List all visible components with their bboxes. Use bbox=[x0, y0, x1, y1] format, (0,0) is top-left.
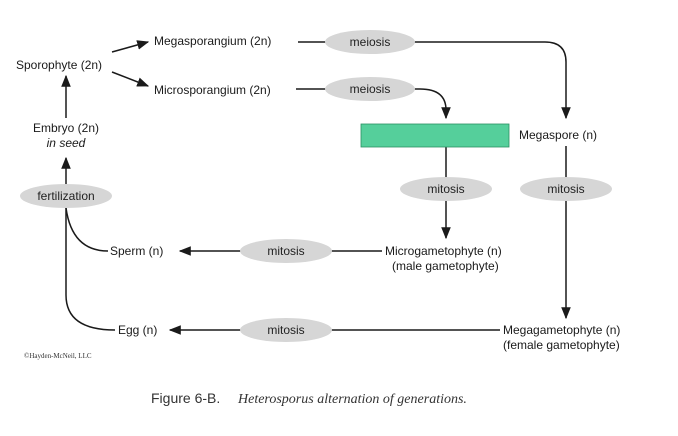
pill-mitosis-sperm-label: mitosis bbox=[267, 244, 304, 258]
pill-mitosis-micro-label: mitosis bbox=[427, 182, 464, 196]
node-megaspore: Megaspore (n) bbox=[519, 128, 597, 142]
pill-mitosis-mega: mitosis bbox=[520, 177, 612, 201]
node-sporophyte: Sporophyte (2n) bbox=[16, 58, 102, 72]
arrow-sporophyte-to-microsporangium bbox=[111, 71, 150, 87]
path-egg-to-fertilization bbox=[65, 208, 116, 331]
path-megasporangium-to-megaspore bbox=[298, 41, 571, 120]
pill-meiosis-mid: meiosis bbox=[325, 77, 415, 101]
node-megagametophyte: Megagametophyte (n) bbox=[503, 323, 620, 337]
node-embryo: Embryo (2n) bbox=[33, 121, 99, 135]
node-sperm: Sperm (n) bbox=[110, 244, 163, 258]
pill-meiosis-mid-label: meiosis bbox=[350, 82, 391, 96]
node-microgametophyte-sub: (male gametophyte) bbox=[392, 259, 499, 273]
node-embryo-sub: in seed bbox=[47, 136, 86, 150]
pill-mitosis-egg-label: mitosis bbox=[267, 323, 304, 337]
node-megasporangium: Megasporangium (2n) bbox=[154, 34, 271, 48]
path-microsporangium-to-box bbox=[296, 88, 451, 120]
node-microsporangium: Microsporangium (2n) bbox=[154, 83, 271, 97]
path-sperm-to-fertilization bbox=[65, 207, 109, 252]
pill-mitosis-mega-label: mitosis bbox=[547, 182, 584, 196]
pill-mitosis-egg: mitosis bbox=[240, 318, 332, 342]
caption-number: Figure 6-B. bbox=[151, 390, 220, 406]
pill-fertilization-label: fertilization bbox=[37, 189, 94, 203]
node-megagametophyte-sub: (female gametophyte) bbox=[503, 338, 620, 352]
pill-fertilization: fertilization bbox=[20, 184, 112, 208]
arrow-sporophyte-to-megasporangium bbox=[111, 40, 150, 53]
pill-meiosis-top-label: meiosis bbox=[350, 35, 391, 49]
pill-mitosis-sperm: mitosis bbox=[240, 239, 332, 263]
node-egg: Egg (n) bbox=[118, 323, 157, 337]
pill-meiosis-top: meiosis bbox=[325, 30, 415, 54]
credit-text: ©Hayden-McNeil, LLC bbox=[24, 352, 92, 360]
caption-title: Heterosporus alternation of generations. bbox=[237, 392, 467, 407]
blank-answer-box bbox=[360, 123, 510, 148]
node-microgametophyte: Microgametophyte (n) bbox=[385, 244, 502, 258]
pill-mitosis-micro: mitosis bbox=[400, 177, 492, 201]
